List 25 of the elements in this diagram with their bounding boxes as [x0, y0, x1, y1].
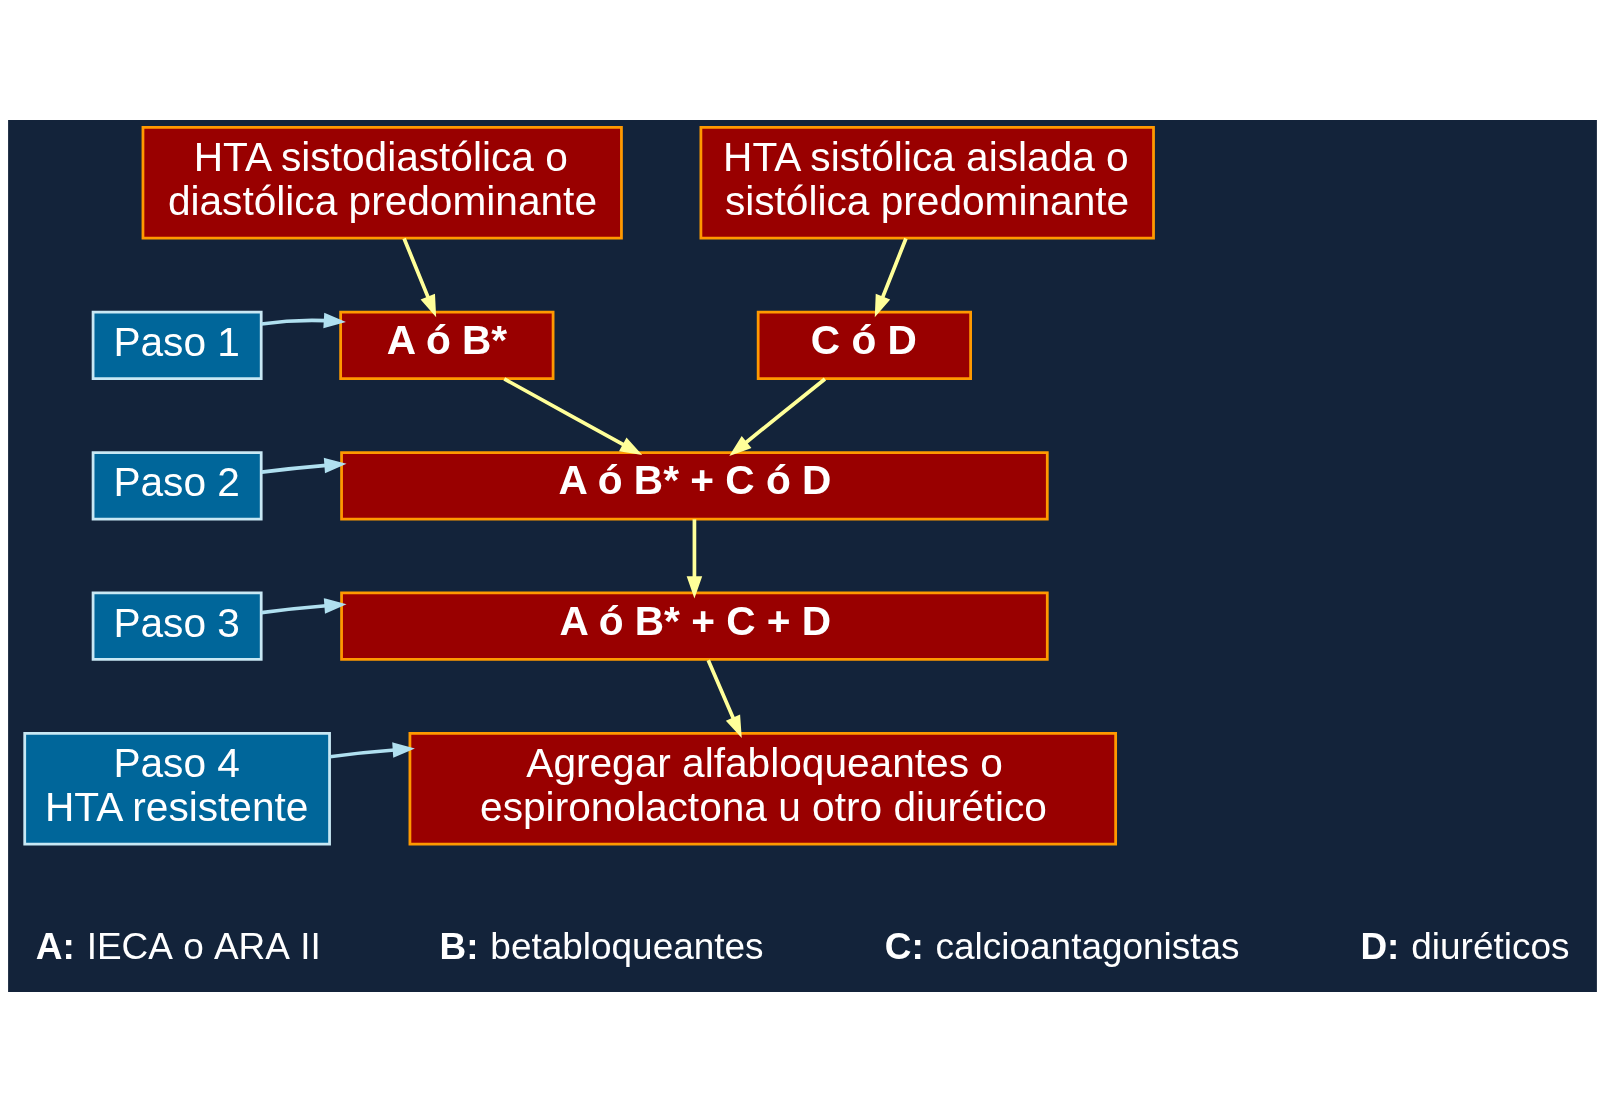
label: B: betabloqueantes [439, 925, 764, 967]
node-box: A ó B* [339, 310, 555, 380]
arrow [402, 237, 437, 317]
node-box: Paso 1 [91, 310, 263, 380]
arrow [874, 237, 908, 317]
arrow [729, 377, 827, 456]
node-box: Paso 4 HTA resistente [23, 731, 331, 846]
node-box: HTA sistólica aislada o sistólica predominante [699, 125, 1155, 240]
arrow [261, 457, 347, 474]
node-box: A ó B* + C + D [340, 591, 1049, 661]
label: A: IECA o ARA II [35, 925, 321, 967]
node-box: A ó B* + C ó D [340, 450, 1049, 520]
arrow [329, 741, 415, 759]
node-box: Paso 3 [91, 591, 263, 661]
arrow [261, 597, 347, 614]
arrow [261, 312, 346, 328]
node-box: Paso 2 [91, 450, 263, 520]
label: D: diuréticos [1360, 925, 1570, 967]
arrow [686, 518, 703, 598]
node-box: Agregar alfabloqueantes o espironolactona u otro diurético [408, 731, 1118, 846]
node-box: HTA sistodiastólica o diastólica predominante [141, 125, 623, 240]
label: C: calcioantagonistas [884, 925, 1240, 967]
node-box: C ó D [756, 310, 972, 380]
arrow [706, 658, 742, 738]
arrow [503, 376, 643, 455]
